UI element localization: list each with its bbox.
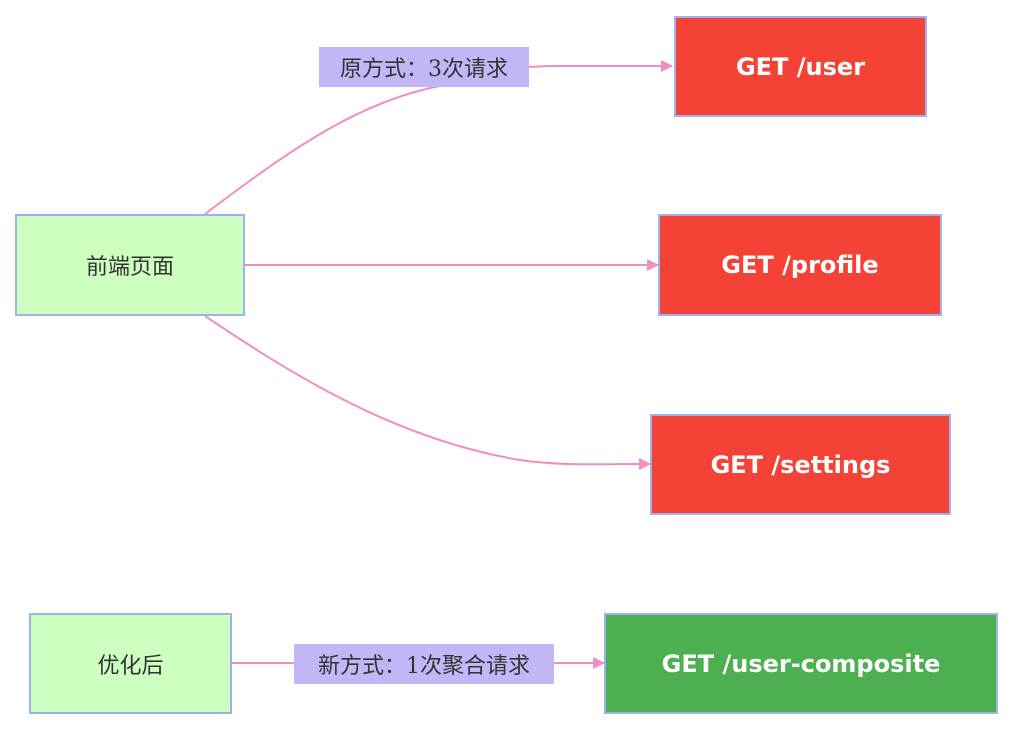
edge-label-new-way: 新方式：1次聚合请求 (294, 644, 554, 684)
edge-frontend-to-user (204, 60, 673, 215)
node-optimized: 优化后 (29, 613, 232, 714)
edge-frontend-to-settings (204, 315, 651, 471)
node-get-user: GET /user (674, 16, 927, 117)
edge-label-old-way: 原方式：3次请求 (319, 47, 529, 87)
node-get-user-composite: GET /user-composite (604, 613, 998, 714)
node-get-settings: GET /settings (650, 414, 951, 515)
node-get-profile: GET /profile (658, 214, 942, 316)
node-frontend: 前端页面 (15, 214, 245, 316)
